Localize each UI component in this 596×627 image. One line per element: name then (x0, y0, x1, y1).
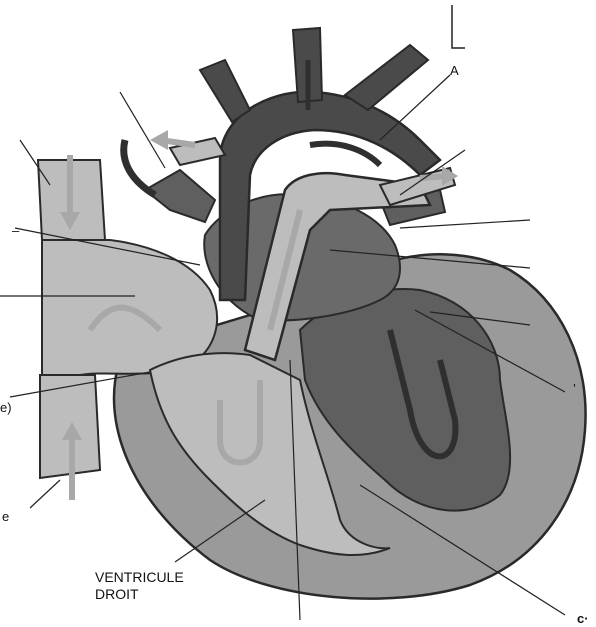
leader-line (400, 220, 530, 228)
brachiocephalic-trunk (200, 60, 250, 122)
label-fragment-bottom-right: c· (577, 610, 589, 627)
label-ventricule-droit-1: VENTRICULE (95, 569, 184, 586)
superior-vena-cava (38, 160, 120, 250)
label-fragment-bottom-left: e (2, 508, 9, 525)
frame-corner (452, 5, 465, 48)
label-ventricule-droit-2: DROIT (95, 586, 139, 603)
label-fragment-left: e) (0, 399, 12, 416)
leader-line (30, 480, 60, 508)
label-fragment-right-mid: ’ (573, 380, 576, 397)
left-subclavian (345, 45, 428, 110)
flow-arrow-aorta (310, 144, 380, 165)
label-fragment-top-right: A (450, 62, 459, 79)
label-fragment-left-top: – (12, 222, 19, 239)
pulmonary-vein-upper (145, 170, 215, 222)
